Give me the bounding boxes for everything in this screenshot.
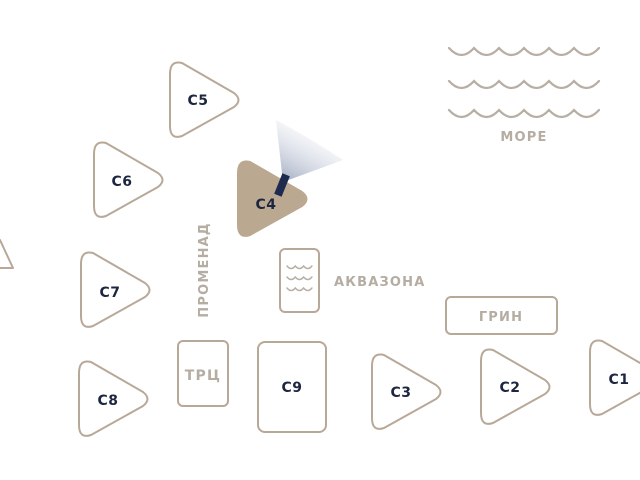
view-direction-marker <box>274 173 290 197</box>
building-c2[interactable]: С2 <box>480 348 551 425</box>
building-c6-label: С6 <box>111 174 132 190</box>
building-c3[interactable]: С3 <box>371 353 442 430</box>
sea-label: МОРЕ <box>500 130 547 145</box>
building-c9-label: С9 <box>281 380 302 396</box>
building-c1-label: С1 <box>608 372 629 388</box>
promenade-label: ПРОМЕНАД <box>197 222 212 317</box>
pool-waves-icon <box>286 264 313 292</box>
building-c4-label: С4 <box>255 197 276 213</box>
building-c4[interactable]: С4 <box>237 160 308 237</box>
building-c9[interactable]: С9 <box>257 341 327 433</box>
mall-building[interactable]: ТРЦ <box>177 340 229 407</box>
sea-waves-icon <box>447 46 601 119</box>
building-c7[interactable]: С7 <box>80 251 151 328</box>
green-zone[interactable]: ГРИН <box>445 296 558 335</box>
building-c8[interactable]: С8 <box>78 360 149 437</box>
building-c1[interactable]: С1 <box>589 339 640 416</box>
building-c6[interactable]: С6 <box>93 141 164 218</box>
green-label: ГРИН <box>479 310 523 325</box>
building-c5-label: С5 <box>187 93 208 109</box>
building-c2-label: С2 <box>499 380 520 396</box>
building-c5[interactable]: С5 <box>169 61 240 138</box>
mall-label: ТРЦ <box>185 368 221 384</box>
building-offscreen-left[interactable] <box>0 239 14 269</box>
building-c8-label: С8 <box>97 393 118 409</box>
building-c7-label: С7 <box>99 285 120 301</box>
aquazone-label: АКВАЗОНА <box>334 275 426 290</box>
aquazone-area[interactable] <box>279 248 320 313</box>
building-c3-label: С3 <box>390 385 411 401</box>
view-cone-icon <box>276 120 343 182</box>
